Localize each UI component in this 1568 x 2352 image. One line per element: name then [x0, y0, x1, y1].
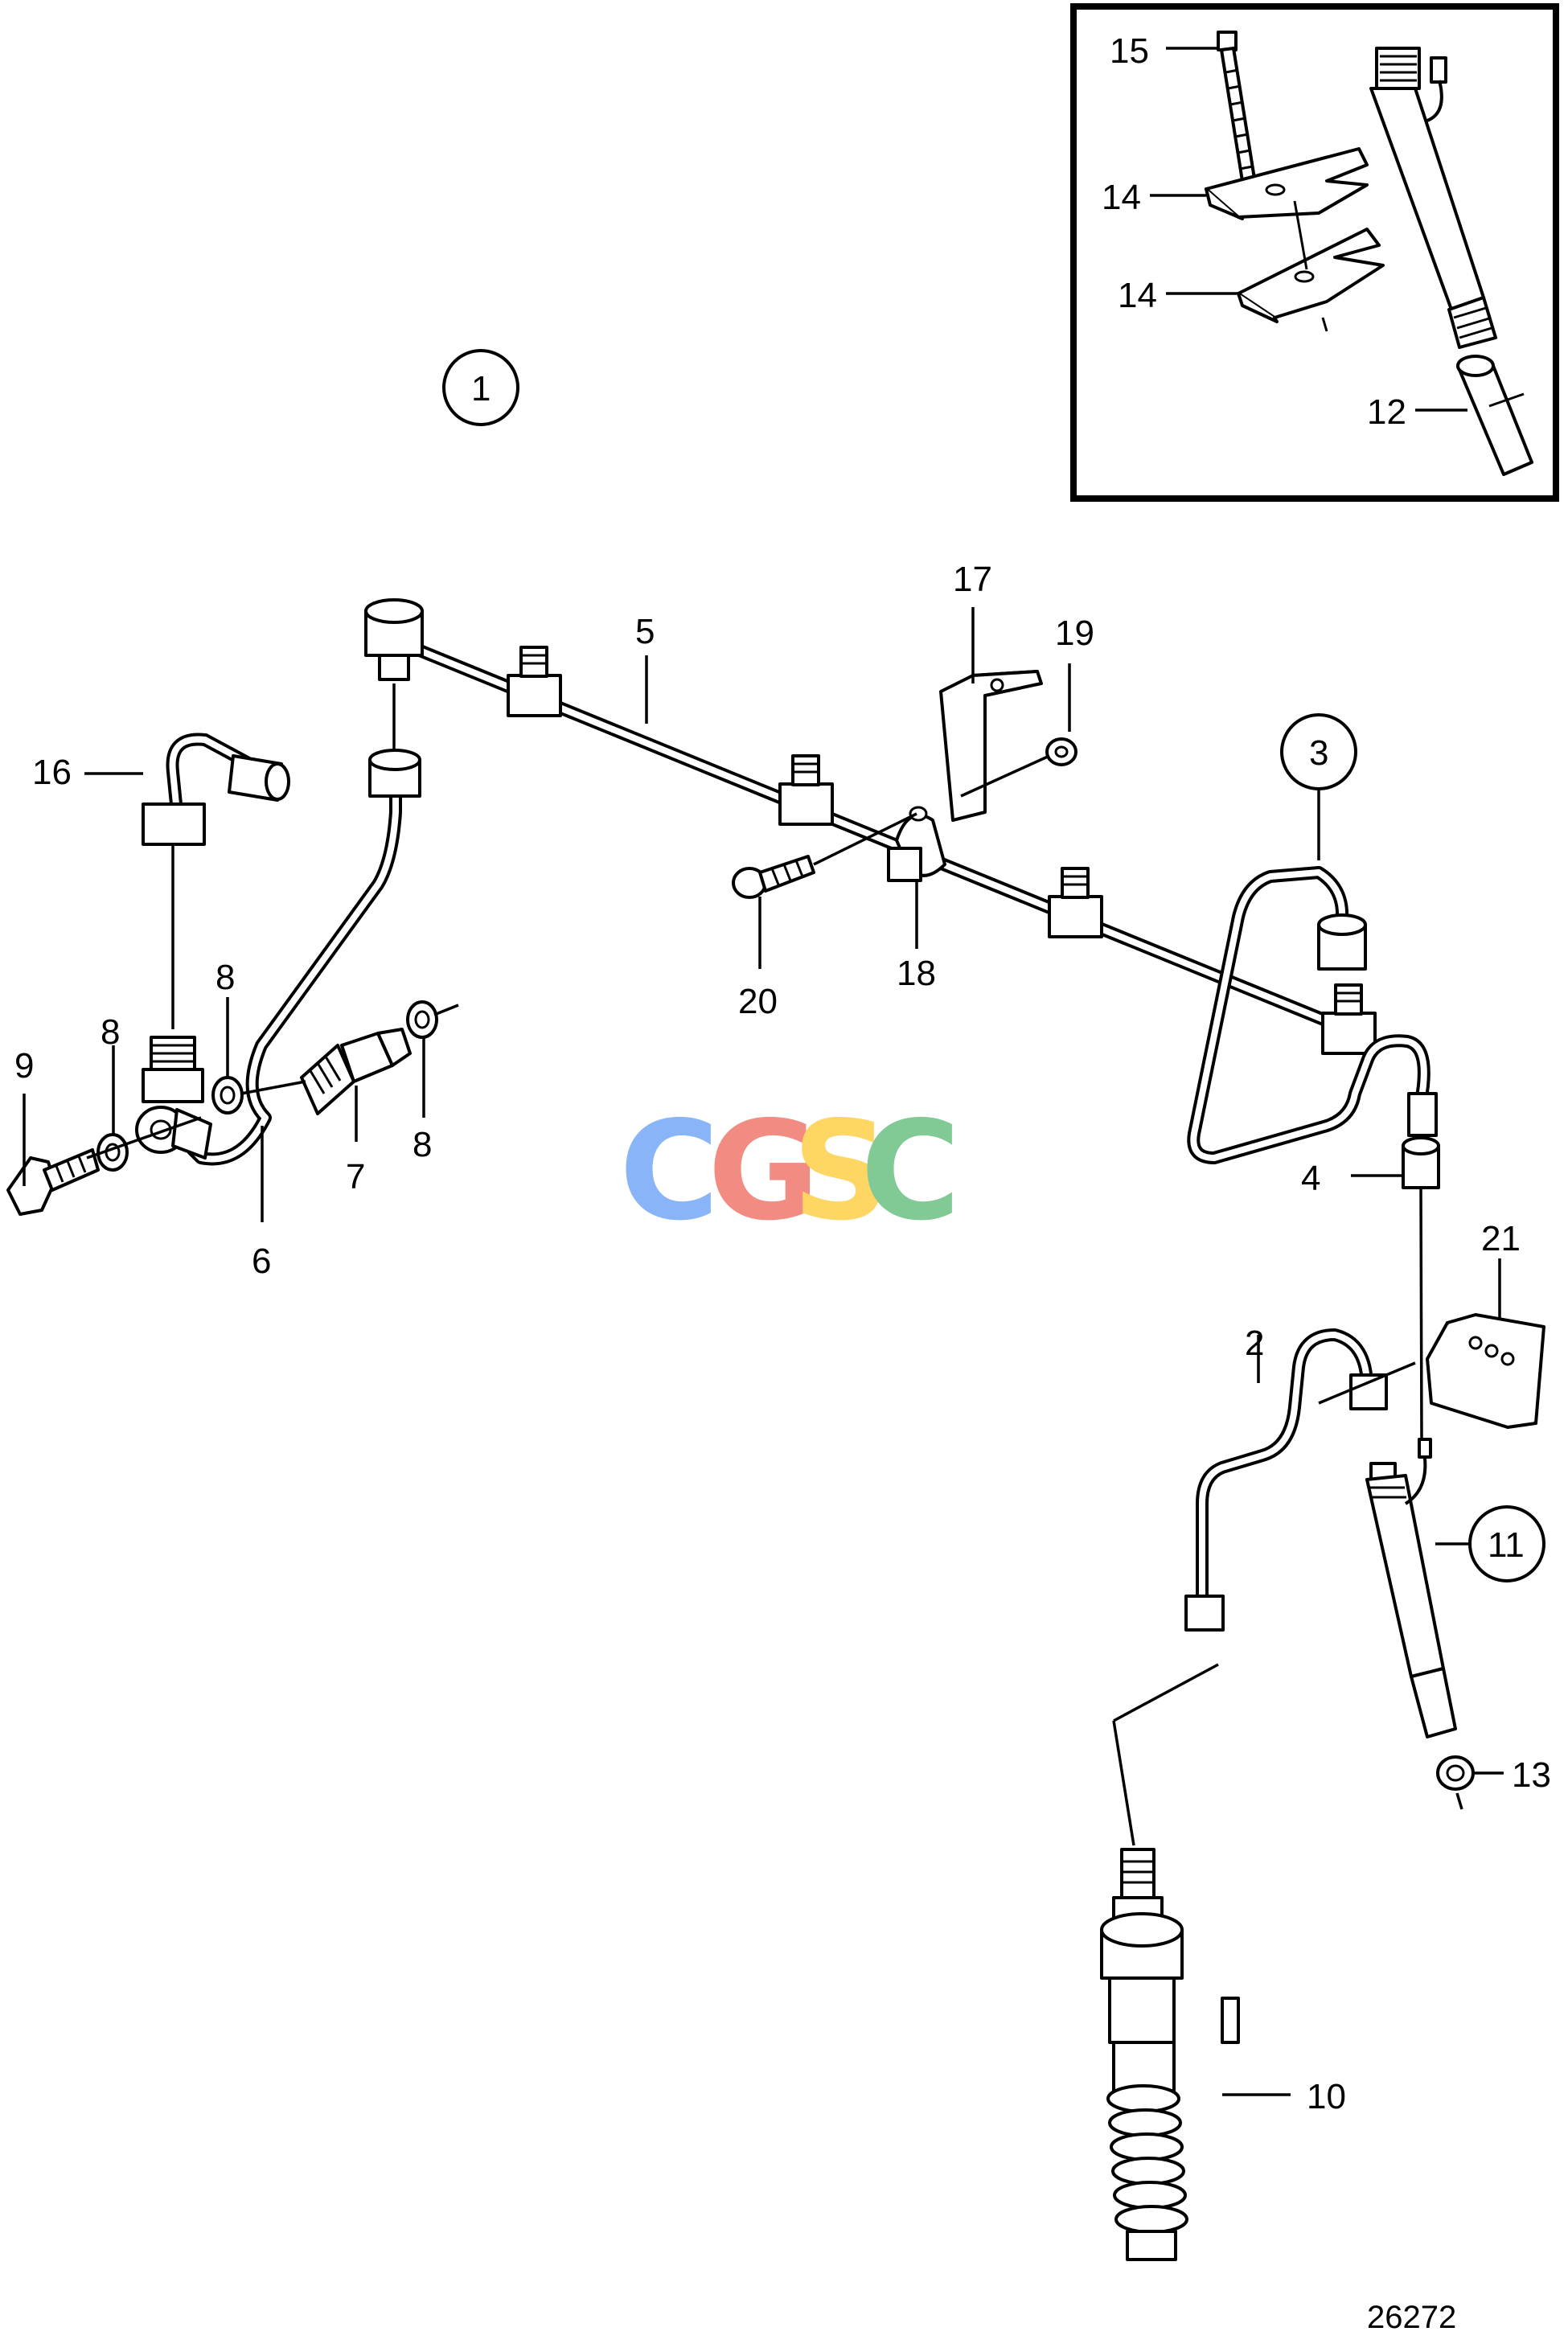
- sleeve-12: [1456, 355, 1533, 476]
- callout-8-left: 8: [101, 1012, 120, 1052]
- injector-inset: [1321, 47, 1497, 349]
- svg-text:3: 3: [1309, 733, 1328, 773]
- svg-text:1: 1: [471, 369, 491, 408]
- callout-10: 10: [1307, 2077, 1346, 2116]
- bracket-17: [939, 670, 1043, 822]
- pipe-2: [1112, 1328, 1416, 1846]
- callout-8-middle: 8: [215, 958, 235, 997]
- bolt-9: [6, 1116, 202, 1216]
- elbow-16: [142, 733, 290, 1029]
- fuel-rail-pipe-5: [364, 598, 1377, 1055]
- washer-13: [1436, 1755, 1504, 1810]
- reference-number: 26272: [1367, 2300, 1456, 2335]
- callout-16: 16: [32, 753, 72, 792]
- callout-19: 19: [1055, 614, 1094, 653]
- clamp-14-upper: [1205, 147, 1369, 220]
- screw-20: [732, 812, 917, 899]
- clamp-14-lower: [1237, 200, 1385, 323]
- callout-13: 13: [1512, 1755, 1551, 1795]
- callout-14-lower: 14: [1118, 276, 1157, 315]
- callout-15: 15: [1110, 31, 1149, 71]
- inset-detail: 15 14 14 12: [1070, 3, 1559, 502]
- callout-20: 20: [738, 982, 778, 1021]
- watermark-letter-3: S: [792, 1092, 890, 1251]
- callout-6: 6: [252, 1242, 271, 1281]
- clamp-18: [887, 806, 946, 882]
- pipe-3: [1187, 866, 1438, 1164]
- injector-11: [1365, 1438, 1472, 1738]
- callout-18: 18: [897, 954, 936, 993]
- callout-9: 9: [14, 1046, 34, 1086]
- washer-8-c: [406, 1000, 459, 1039]
- callout-12: 12: [1367, 392, 1406, 432]
- rail-nut-a: [507, 646, 562, 717]
- banjo-fitting: [135, 1036, 212, 1160]
- pump-element-10: [1100, 1848, 1291, 2261]
- callout-21: 21: [1481, 1219, 1521, 1258]
- bracket-21: [1426, 1258, 1545, 1429]
- watermark-letter-2: G: [708, 1092, 820, 1251]
- fitting-7: [240, 1028, 412, 1115]
- watermark-letter-4: C: [860, 1092, 961, 1251]
- watermark-letter-1: C: [619, 1092, 720, 1251]
- sleeve-4: [1351, 1136, 1440, 1440]
- svg-text:11: 11: [1488, 1525, 1525, 1565]
- nut-19: [960, 737, 1077, 798]
- callout-4: 4: [1301, 1159, 1320, 1198]
- watermark: C G S C: [619, 1092, 961, 1251]
- pipe-6: [187, 683, 421, 1166]
- spring: [1106, 2084, 1188, 2234]
- callout-17: 17: [953, 560, 992, 599]
- callout-2: 2: [1245, 1324, 1264, 1363]
- callout-8-right: 8: [413, 1125, 432, 1164]
- callout-3: 3: [1280, 713, 1357, 860]
- callout-1: 1: [442, 349, 519, 426]
- rail-nut-c: [1048, 867, 1103, 938]
- washer-8-b: [211, 1076, 244, 1114]
- callout-14-upper: 14: [1102, 178, 1141, 217]
- rail-nut-b: [778, 754, 834, 826]
- callout-5: 5: [635, 612, 655, 651]
- callout-11: 11: [1468, 1505, 1545, 1582]
- callout-7: 7: [346, 1157, 365, 1197]
- rail-nut-d: [1321, 983, 1377, 1055]
- washer-8-a: [96, 1133, 129, 1172]
